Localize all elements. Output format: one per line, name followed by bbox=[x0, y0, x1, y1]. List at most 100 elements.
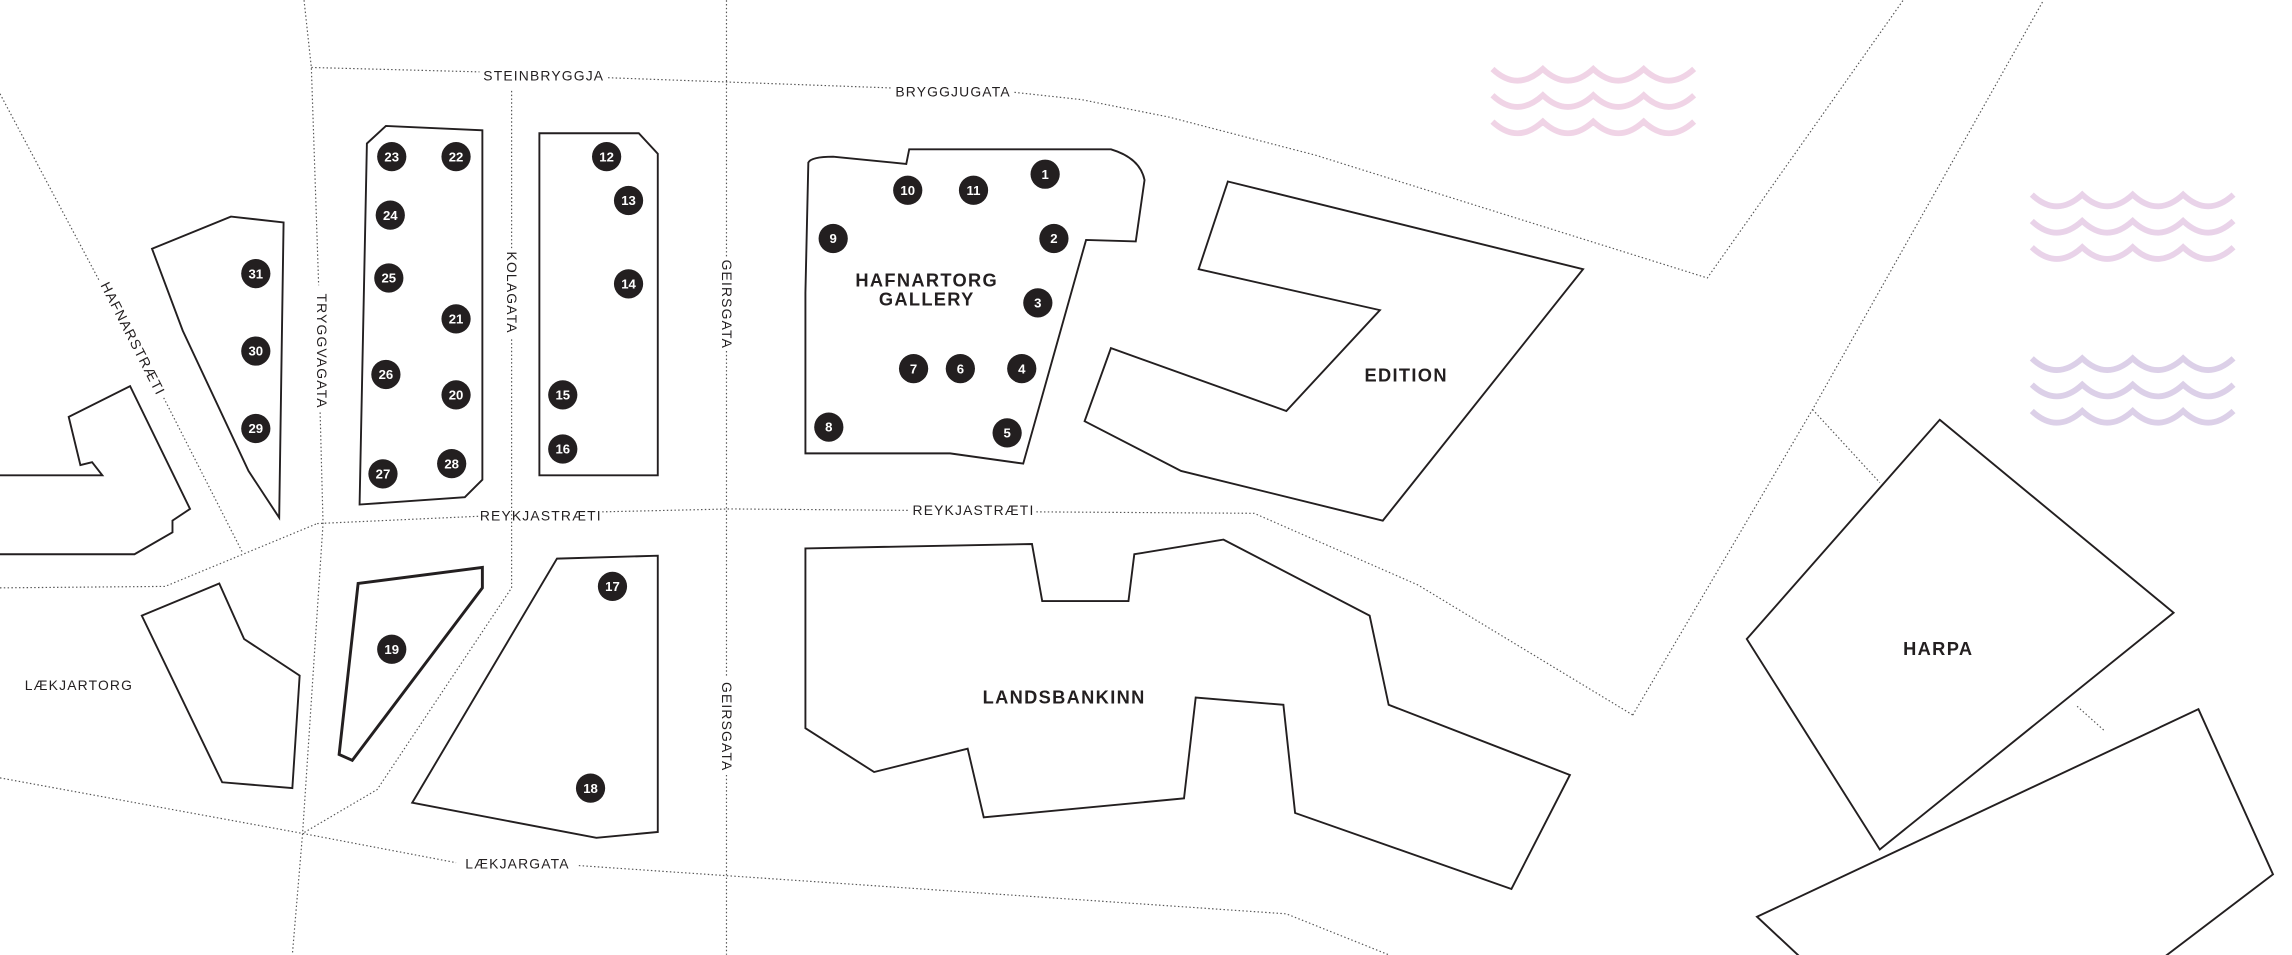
marker-number: 3 bbox=[1034, 296, 1041, 311]
artwork-marker-16[interactable]: 16 bbox=[548, 434, 578, 464]
artwork-marker-8[interactable]: 8 bbox=[814, 412, 844, 442]
marker-circle bbox=[371, 359, 401, 390]
artwork-marker-2[interactable]: 2 bbox=[1039, 223, 1069, 254]
artwork-marker-6[interactable]: 6 bbox=[945, 353, 975, 384]
street-line-hafnarstraeti-south bbox=[163, 397, 244, 554]
marker-circle bbox=[375, 200, 405, 230]
artwork-marker-4[interactable]: 4 bbox=[1007, 353, 1037, 384]
building-harpa[interactable] bbox=[1745, 418, 2176, 851]
marker-circle bbox=[241, 413, 271, 444]
label-tryggvagata: TRYGGVAGATA bbox=[314, 293, 330, 408]
marker-number: 17 bbox=[605, 579, 620, 594]
street-line-steinbryggja bbox=[311, 66, 480, 73]
marker-number: 10 bbox=[900, 183, 915, 198]
marker-circle bbox=[1030, 159, 1060, 189]
artwork-marker-24[interactable]: 24 bbox=[375, 200, 405, 230]
marker-number: 30 bbox=[248, 344, 263, 359]
marker-number: 19 bbox=[384, 642, 399, 657]
marker-circle bbox=[898, 353, 929, 384]
artwork-marker-20[interactable]: 20 bbox=[441, 380, 471, 410]
label-harpa: HARPA bbox=[1903, 638, 1973, 659]
marker-number: 25 bbox=[382, 271, 397, 286]
marker-number: 1 bbox=[1041, 167, 1048, 182]
artwork-marker-21[interactable]: 21 bbox=[441, 304, 471, 334]
wave-icon bbox=[1490, 64, 1697, 84]
artwork-marker-17[interactable]: 17 bbox=[597, 571, 628, 602]
marker-circle bbox=[241, 258, 271, 289]
marker-number: 22 bbox=[449, 149, 464, 164]
marker-circle bbox=[945, 353, 975, 384]
marker-number: 2 bbox=[1050, 231, 1057, 246]
street-line-branch bbox=[1812, 409, 1881, 484]
artwork-marker-29[interactable]: 29 bbox=[241, 413, 271, 444]
marker-circle bbox=[818, 223, 848, 254]
artwork-marker-18[interactable]: 18 bbox=[575, 773, 606, 803]
label-geirsgata-north: GEIRSGATA bbox=[719, 260, 735, 349]
street-line-laekjargata bbox=[0, 777, 457, 864]
artwork-marker-19[interactable]: 19 bbox=[377, 634, 407, 664]
wave-icon bbox=[2029, 243, 2236, 262]
artwork-marker-5[interactable]: 5 bbox=[992, 418, 1022, 448]
wave-icon bbox=[1490, 91, 1697, 110]
artwork-marker-10[interactable]: 10 bbox=[893, 175, 923, 205]
artwork-marker-12[interactable]: 12 bbox=[592, 142, 622, 172]
marker-number: 12 bbox=[599, 149, 614, 164]
artwork-marker-9[interactable]: 9 bbox=[818, 223, 848, 254]
artwork-marker-26[interactable]: 26 bbox=[371, 359, 401, 390]
street-line-laekjargata-east bbox=[578, 865, 1389, 955]
marker-circle bbox=[437, 448, 467, 479]
label-gallery: GALLERY bbox=[879, 289, 975, 310]
artwork-marker-14[interactable]: 14 bbox=[613, 269, 644, 299]
label-kolagata: KOLAGATA bbox=[504, 252, 520, 334]
artwork-marker-11[interactable]: 11 bbox=[958, 175, 989, 205]
label-geirsgata-south: GEIRSGATA bbox=[719, 682, 735, 771]
artwork-marker-27[interactable]: 27 bbox=[368, 459, 398, 489]
marker-circle bbox=[575, 773, 606, 803]
marker-number: 29 bbox=[248, 421, 263, 436]
marker-circle bbox=[441, 380, 471, 410]
wave-icon bbox=[2029, 354, 2236, 373]
wave-icon bbox=[2029, 216, 2236, 236]
artwork-marker-7[interactable]: 7 bbox=[898, 353, 929, 384]
artwork-marker-1[interactable]: 1 bbox=[1030, 159, 1060, 189]
artwork-marker-28[interactable]: 28 bbox=[437, 448, 467, 479]
artwork-marker-22[interactable]: 22 bbox=[441, 142, 471, 172]
label-laekjartorg: LÆKJARTORG bbox=[25, 677, 133, 693]
street-line-tryggvagata-south bbox=[291, 412, 324, 955]
artwork-marker-30[interactable]: 30 bbox=[241, 336, 271, 366]
block-19 bbox=[337, 565, 484, 763]
marker-number: 24 bbox=[383, 208, 398, 223]
label-edition: EDITION bbox=[1365, 365, 1448, 386]
marker-number: 20 bbox=[449, 388, 464, 403]
marker-circle bbox=[241, 336, 271, 366]
building-southeast bbox=[1755, 707, 2275, 955]
artwork-marker-13[interactable]: 13 bbox=[613, 185, 644, 216]
artwork-marker-31[interactable]: 31 bbox=[241, 258, 271, 289]
artwork-marker-25[interactable]: 25 bbox=[374, 263, 404, 293]
street-line-kolagata-south bbox=[302, 339, 513, 834]
marker-circle bbox=[592, 142, 622, 172]
marker-number: 13 bbox=[621, 193, 636, 208]
label-reykjastraeti-west: REYKJASTRÆTI bbox=[480, 508, 602, 524]
marker-circle bbox=[368, 459, 398, 489]
marker-number: 8 bbox=[825, 420, 832, 435]
label-hafnartorg: HAFNARTORG bbox=[855, 270, 998, 291]
block-17-18 bbox=[410, 554, 659, 839]
building-landsbankinn[interactable] bbox=[804, 538, 1572, 891]
marker-number: 7 bbox=[910, 361, 917, 376]
marker-circle bbox=[613, 185, 644, 216]
marker-circle bbox=[1039, 223, 1069, 254]
artwork-marker-3[interactable]: 3 bbox=[1023, 288, 1053, 318]
marker-circle bbox=[377, 142, 407, 172]
marker-circle bbox=[548, 434, 578, 464]
marker-number: 5 bbox=[1003, 426, 1010, 441]
street-line-branch2 bbox=[2076, 705, 2106, 732]
building-edition[interactable] bbox=[1083, 180, 1585, 522]
marker-number: 23 bbox=[384, 149, 399, 164]
wave-icon bbox=[1490, 117, 1697, 137]
label-laekjargata: LÆKJARGATA bbox=[465, 856, 569, 872]
artwork-marker-15[interactable]: 15 bbox=[548, 380, 578, 410]
artwork-marker-23[interactable]: 23 bbox=[377, 142, 407, 172]
marker-number: 28 bbox=[444, 456, 459, 471]
